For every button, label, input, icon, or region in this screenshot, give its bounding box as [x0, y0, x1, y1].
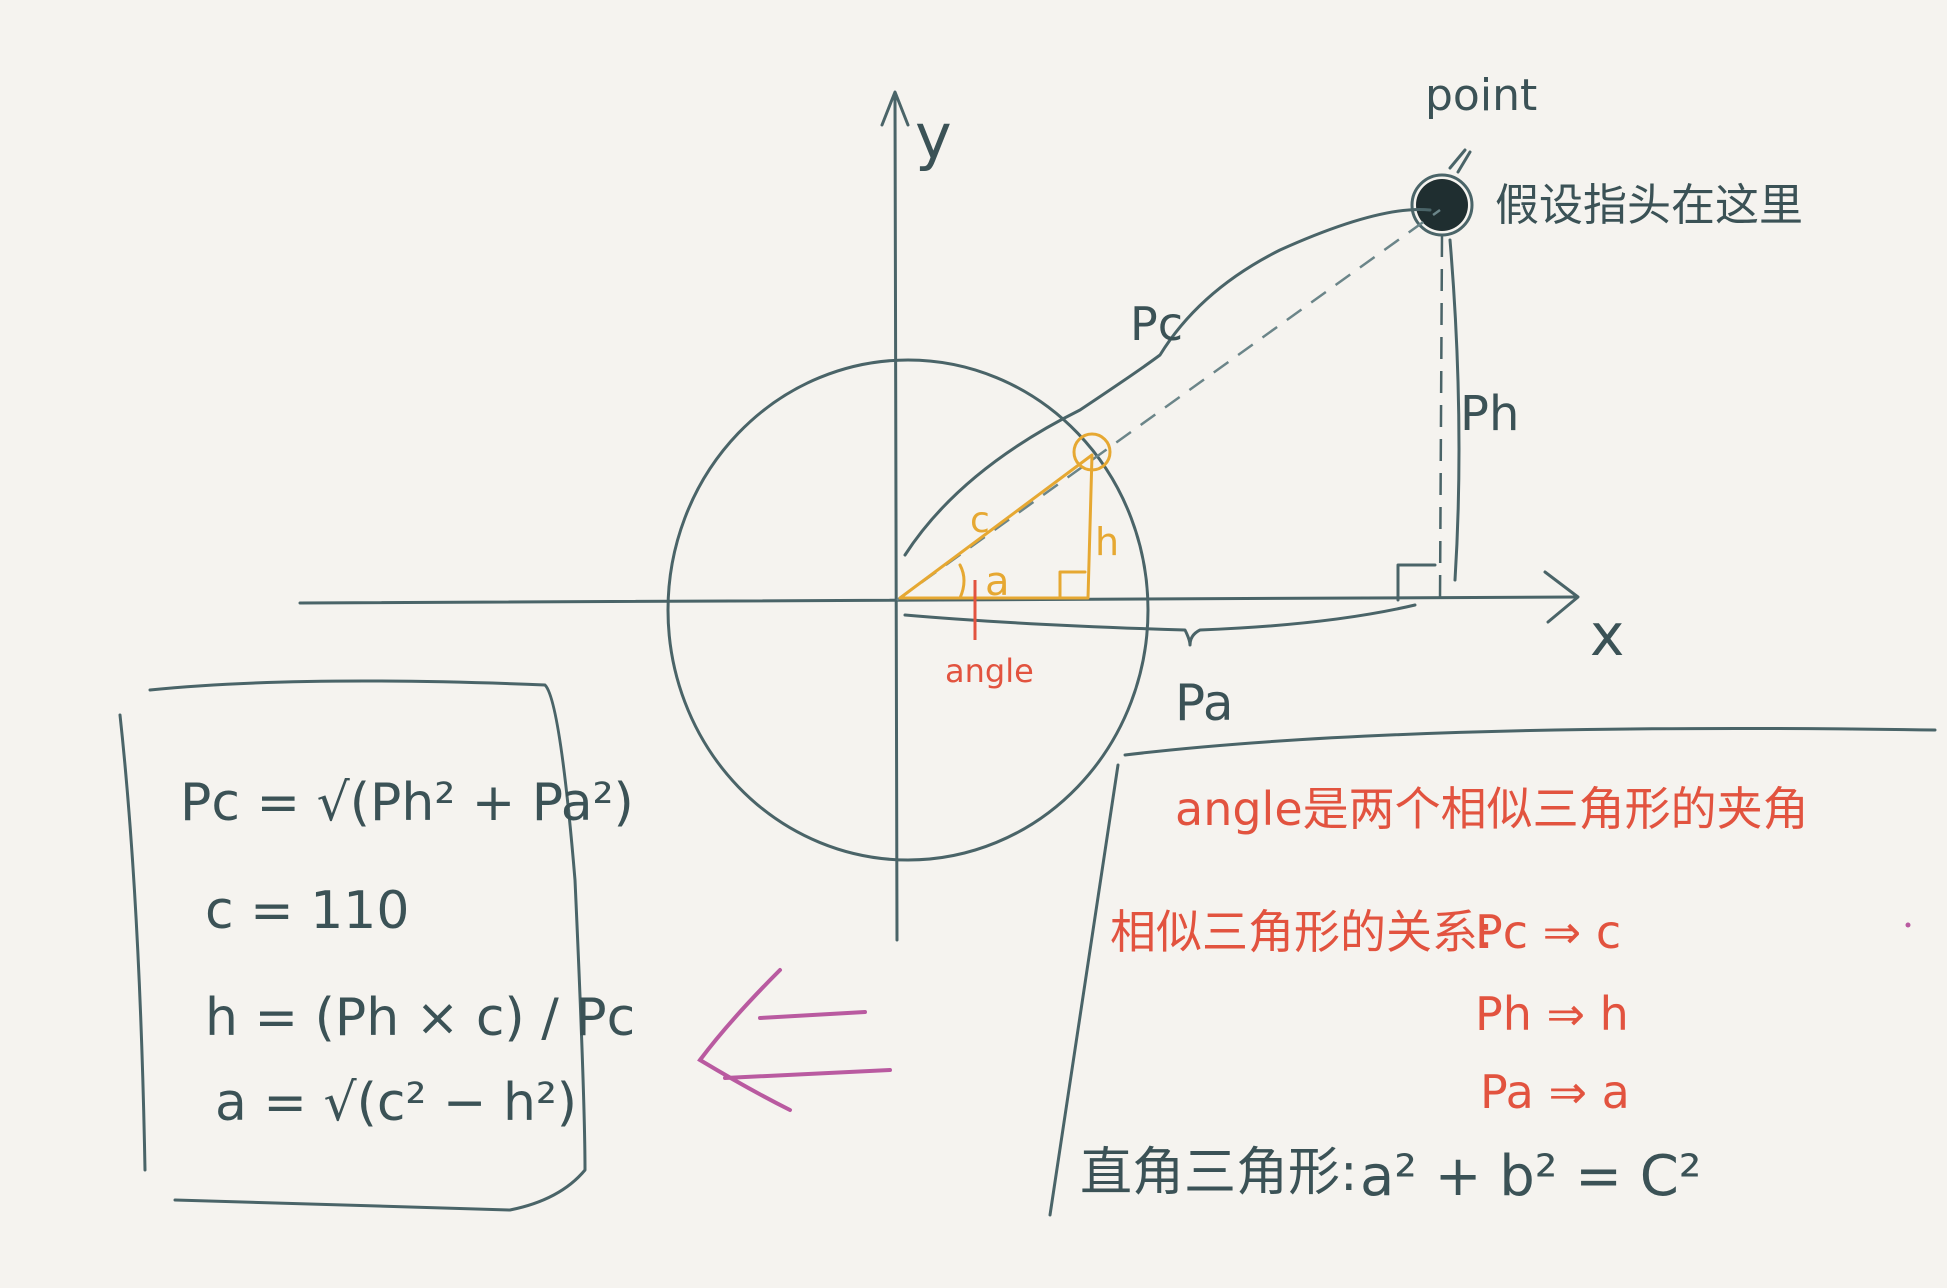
big-right-angle [1396, 563, 1437, 602]
ph-brace [1448, 238, 1461, 582]
touch-point [1410, 148, 1474, 237]
small-h-label: h [1095, 520, 1119, 564]
ph-dashed [1438, 234, 1444, 601]
pc-brace [903, 208, 1432, 557]
stray-dot [1905, 922, 1911, 928]
note-pythagoras-prefix: 直角三角形: [1080, 1143, 1358, 1203]
y-axis-label: y [915, 100, 952, 173]
point-label: point [1425, 70, 1537, 121]
formula-box-border [148, 679, 587, 1212]
note-relation-3: Pa ⇒ a [1480, 1065, 1630, 1119]
x-axis [298, 570, 1580, 624]
formula-box-left-edge [118, 713, 147, 1172]
small-triangle [898, 432, 1112, 600]
y-axis [880, 90, 910, 942]
note-relation-1: Pc ⇒ c [1475, 905, 1621, 959]
pa-brace [903, 603, 1417, 647]
notes-border-top [1123, 726, 1937, 757]
ph-label: Ph [1460, 386, 1519, 442]
small-c-label: c [970, 500, 990, 541]
small-a-label: a [985, 559, 1010, 605]
formula-line-1: Pc = √(Ph² + Pa²) [180, 773, 634, 833]
pa-label: Pa [1175, 674, 1234, 732]
note-angle-line: angle是两个相似三角形的夹角 [1175, 782, 1809, 836]
pc-label: Pc [1130, 297, 1183, 351]
formula-line-2: c = 110 [205, 881, 409, 941]
angle-label: angle [945, 652, 1034, 690]
formula-line-3: h = (Ph × c) / Pc [205, 988, 635, 1048]
point-note: 假设指头在这里 [1495, 180, 1803, 231]
note-pythagoras: a² + b² = C² [1360, 1144, 1701, 1209]
note-relation-2: Ph ⇒ h [1475, 987, 1629, 1041]
notes-border-left [1048, 763, 1120, 1217]
unit-circle [666, 358, 1150, 862]
x-axis-label: x [1590, 601, 1624, 669]
formula-line-4: a = √(c² − h²) [215, 1073, 577, 1133]
arrow-left-icon [697, 968, 892, 1112]
note-relation-prefix: 相似三角形的关系: [1110, 905, 1494, 959]
hypotenuse-dashed [896, 208, 1441, 602]
